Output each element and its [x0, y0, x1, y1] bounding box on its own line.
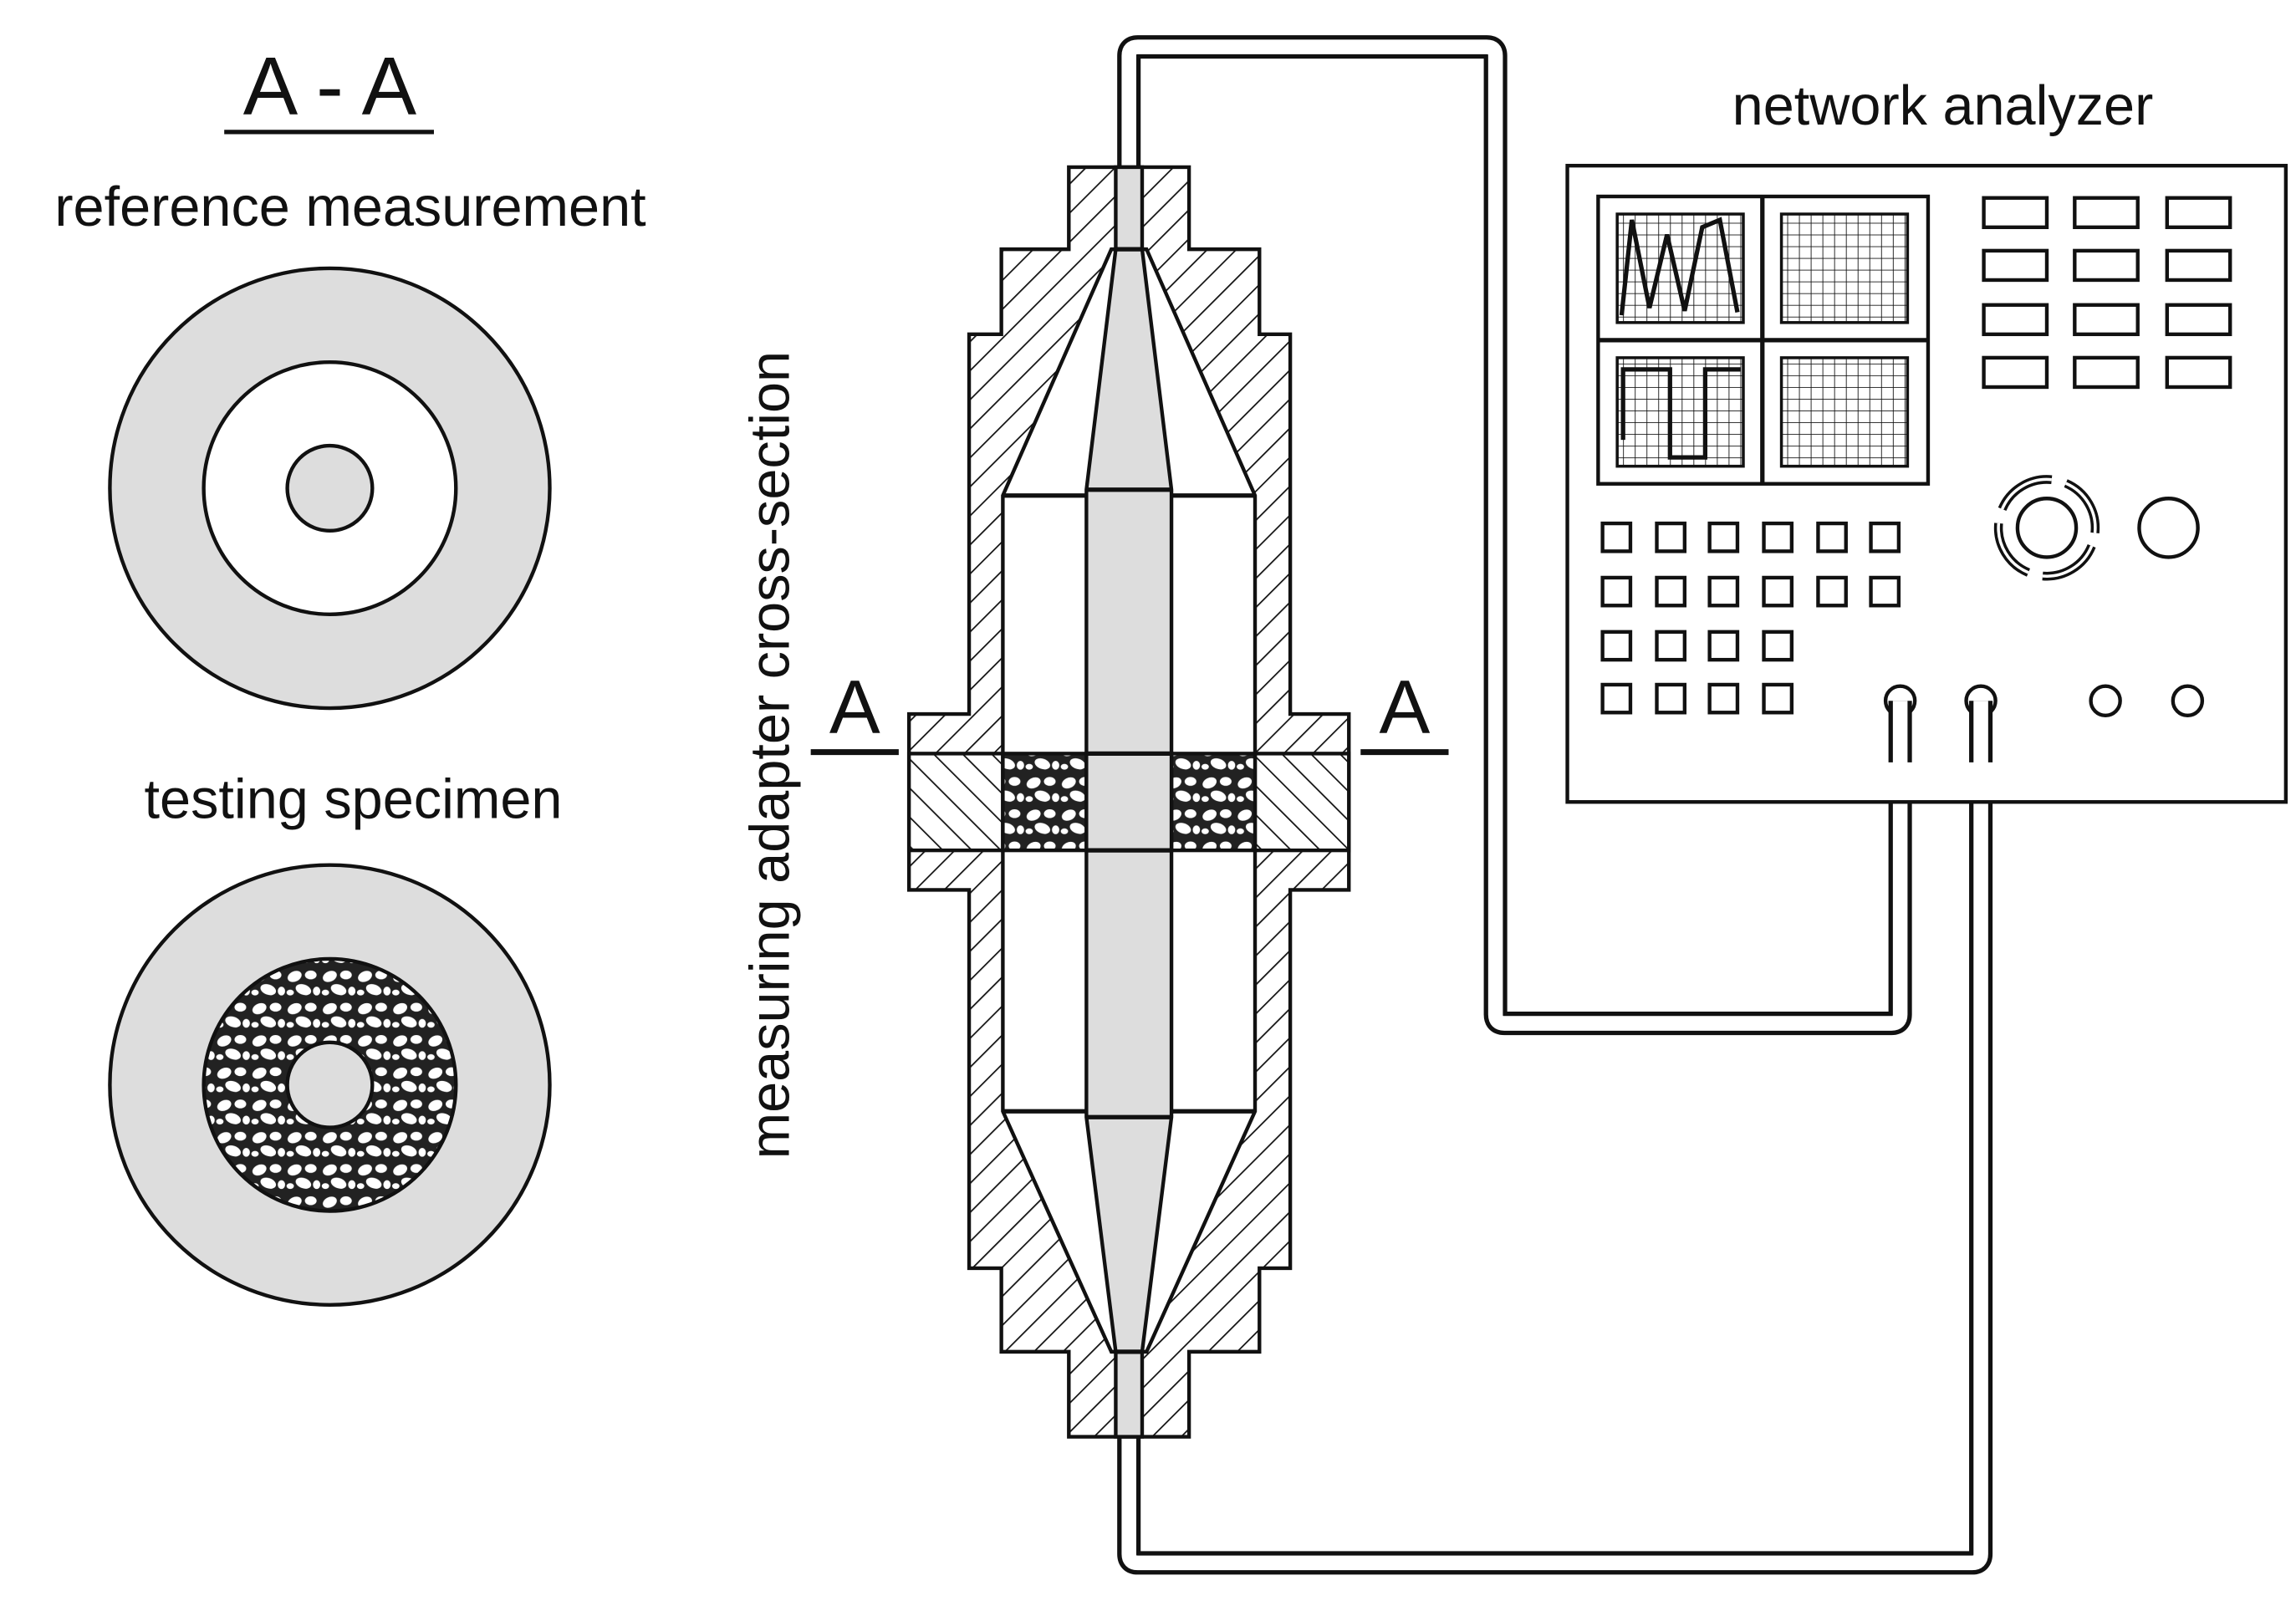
testing-specimen-label: testing specimen	[145, 769, 563, 831]
sample-holder-right	[1253, 752, 1351, 853]
cable-bottom	[1117, 701, 1993, 1575]
network-analyzer: network analyzer	[1565, 75, 2288, 804]
waveform-trace-2	[1620, 367, 1741, 460]
section-title: A - A	[243, 40, 417, 132]
adapter-label: measuring adapter cross-section	[739, 351, 801, 1160]
keypad[interactable]	[1600, 521, 1901, 715]
section-marker-left: A	[829, 665, 880, 750]
network-analyzer-label: network analyzer	[1732, 75, 2154, 137]
specimen-cross-section	[108, 863, 552, 1307]
reference-measurement-label: reference measurement	[54, 176, 646, 238]
analyzer-display	[1596, 194, 1931, 486]
small-round-button-2[interactable]	[2171, 684, 2205, 717]
waveform-trace-1	[1619, 217, 1740, 316]
measuring-adapter: A A	[810, 165, 1449, 1439]
specimen-material-right	[1169, 752, 1258, 853]
function-keys[interactable]	[1982, 196, 2232, 390]
large-round-button[interactable]	[2137, 497, 2200, 559]
section-a-a: A - A reference measurement testing spec…	[54, 40, 646, 1307]
reference-cross-section	[108, 266, 552, 711]
specimen-material-left	[1001, 752, 1089, 853]
sample-holder-left	[906, 752, 1005, 853]
section-marker-right: A	[1379, 665, 1430, 750]
rotary-knob-icon[interactable]	[1984, 465, 2110, 591]
cable-top	[1117, 35, 1912, 1036]
small-round-button-1[interactable]	[2089, 684, 2122, 717]
